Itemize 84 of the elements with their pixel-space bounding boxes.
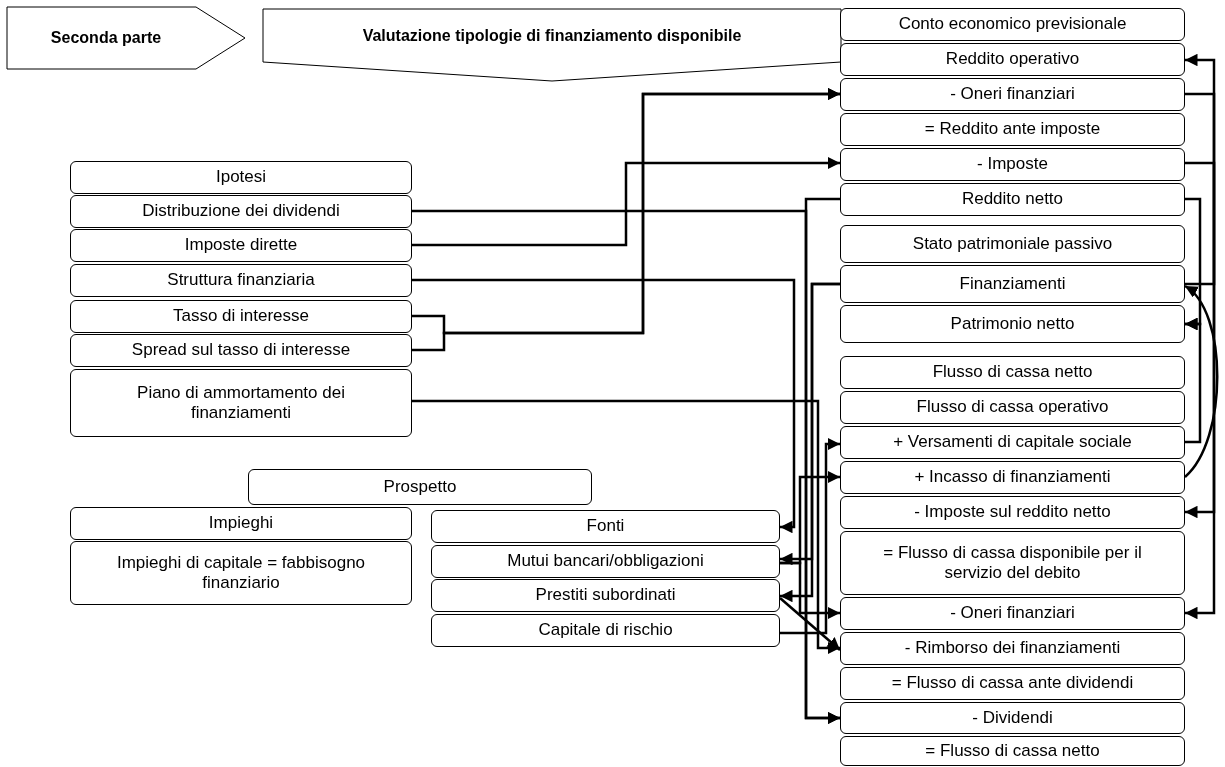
rounded-box [70,300,412,333]
box-label: Stato patrimoniale passivo [912,233,1113,255]
connector-arrow [1185,317,1202,444]
rounded-box [431,545,780,578]
rounded-box [840,305,1185,343]
box-label: - Oneri finanziari [950,84,1075,105]
rounded-box [840,597,1185,630]
rounded-box [840,667,1185,700]
rounded-box [70,195,412,228]
rounded-box [840,113,1185,146]
connector-arrow [780,437,840,635]
rounded-box [840,148,1185,181]
connector-arrow [412,399,840,655]
box-label: = Flusso di cassa ante dividendi [891,673,1134,694]
connector-arrow [804,197,840,725]
rounded-box [431,510,780,543]
pentagon-arrow-shape [6,6,246,70]
banner-shape [262,8,842,82]
box-label: - Dividendi [972,707,1053,729]
box-label: Prospetto [383,476,457,498]
box-label: Spread sul tasso di interesse [131,340,351,361]
rounded-box [70,369,412,437]
rounded-box [840,225,1185,263]
heading-text: Valutazione tipologie di finanziamento disponibile [362,26,742,46]
box-label: Struttura finanziaria [167,270,315,291]
box-label: Impieghi [208,513,274,534]
rounded-box [70,229,412,262]
box-label: - Oneri finanziari [950,603,1075,624]
rounded-box [840,702,1185,734]
box-label: Reddito netto [961,189,1064,210]
rounded-box [840,265,1185,303]
rounded-box [840,632,1185,665]
rounded-box [70,334,412,367]
rounded-box [840,183,1185,216]
rounded-box [840,496,1185,529]
box-label: Ipotesi [215,167,267,188]
rounded-box [431,614,780,647]
box-label: Distribuzione dei dividendi [142,201,340,222]
connector-arrow [1184,285,1219,478]
connector-arrow [780,561,840,620]
rounded-box [840,736,1185,766]
box-label: - Rimborso dei finanziamenti [904,638,1121,659]
rounded-box [840,426,1185,459]
rounded-box [70,541,412,605]
box-label: - Imposte sul reddito netto [914,502,1111,523]
box-label: Imposte dirette [184,235,298,256]
rounded-box [431,579,780,612]
box-label: Capitale di rischio [538,620,673,641]
rounded-box [70,507,412,540]
rounded-box [70,161,412,194]
box-label: Finanziamenti [959,273,1066,295]
box-label: Prestiti subordinati [535,585,676,606]
connector-arrow [412,278,796,534]
box-label: Piano di ammortamento dei finanziamenti [136,382,346,424]
box-label: Mutui bancari/obbligazioni [507,551,704,572]
box-label: Reddito operativo [945,49,1080,70]
rounded-box [840,43,1185,76]
rounded-box [248,469,592,505]
connector-arrow [1185,92,1216,620]
connector-arrow [412,156,840,247]
box-label: + Incasso di finanziamenti [914,467,1111,488]
box-label: = Reddito ante imposte [924,119,1101,140]
connector-arrow [1185,161,1216,519]
connector-arrow [1185,53,1216,286]
box-label: Tasso di interesse [172,306,310,327]
rounded-box [840,461,1185,494]
box-label: Conto economico previsionale [898,14,1127,35]
connector-arrow [779,597,841,651]
rounded-box [840,531,1185,595]
box-label: + Versamenti di capitale sociale [893,432,1132,453]
box-label: = Flusso di cassa netto [925,740,1100,762]
box-label: Patrimonio netto [950,313,1075,335]
rounded-box [70,264,412,297]
rounded-box [840,356,1185,389]
heading-text: Seconda parte [50,28,162,48]
box-label: - Imposte [977,154,1048,175]
box-label: Fonti [586,516,625,537]
rounded-box [840,391,1185,424]
box-label: = Flusso di cassa disponibile per il servizio del debito [882,542,1143,584]
rounded-box [840,78,1185,111]
box-label: Flusso di cassa operativo [916,397,1109,418]
rounded-box [840,8,1185,41]
box-label: Impieghi di capitale = fabbisogno finanziario [115,552,367,594]
box-label: Flusso di cassa netto [932,362,1093,383]
